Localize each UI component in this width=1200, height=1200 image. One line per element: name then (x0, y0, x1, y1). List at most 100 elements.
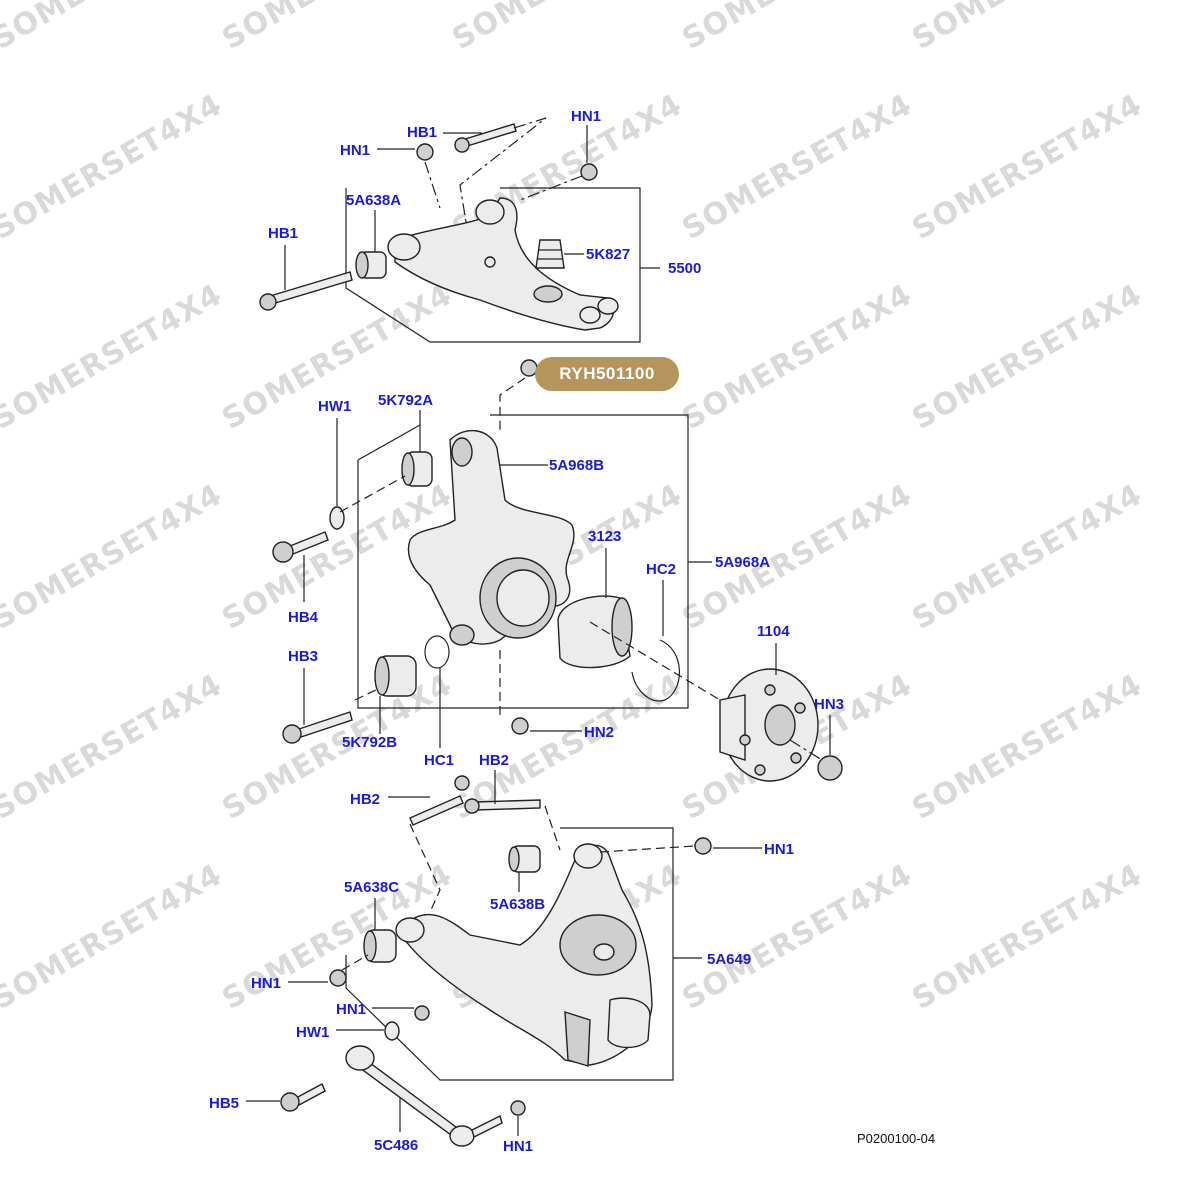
assembly-centerline (424, 117, 583, 223)
group-bracket-5500-lower (345, 188, 641, 343)
part-number-badge[interactable]: RYH501100 (535, 357, 679, 391)
group-bracket-diag (357, 424, 421, 461)
group-bracket-5a649 (560, 827, 674, 958)
knuckle-assembly (272, 359, 721, 748)
bolt-hb1-top-head (454, 137, 470, 153)
watermark: SOMERSET4X4 (907, 277, 1149, 437)
lower-arm-inner-eye (395, 917, 425, 943)
bush-5k792a-face (401, 452, 415, 486)
bush-5a638c-face (363, 930, 377, 962)
hub-1104-centre (764, 704, 796, 746)
knuckle-lower-eye (449, 624, 475, 646)
watermark: SOMERSET4X4 (0, 0, 228, 57)
washer-hw1-lower (384, 1021, 400, 1041)
nut-hn1-link-top (414, 1005, 430, 1021)
bearing-3123 (557, 595, 631, 669)
bolt-hb4-head (272, 541, 294, 563)
watermark: SOMERSET4X4 (907, 857, 1149, 1017)
group-bracket-5500 (500, 187, 641, 268)
bump-stop-5k827 (535, 239, 565, 269)
label-5c486: 5C486 (374, 1137, 418, 1154)
lower-arm-rear-eye (573, 843, 603, 869)
watermark: SOMERSET4X4 (0, 477, 228, 637)
toe-link-assembly (246, 1005, 526, 1147)
watermark: SOMERSET4X4 (0, 667, 228, 827)
bolt-hb2-right-head (464, 798, 480, 814)
watermark: SOMERSET4X4 (907, 87, 1149, 247)
label-hn1: HN1 (336, 1001, 366, 1018)
label-hn1: HN1 (764, 841, 794, 858)
label-hc2: HC2 (646, 561, 676, 578)
label-hn1: HN1 (571, 108, 601, 125)
label-3123: 3123 (588, 528, 621, 545)
toe-link-5c486 (359, 1059, 461, 1140)
washer-hw1 (329, 506, 345, 530)
watermark: SOMERSET4X4 (907, 0, 1149, 57)
bolt-hb2-left (409, 795, 464, 826)
label-hn2: HN2 (584, 724, 614, 741)
lower-arm-bracket (564, 1011, 591, 1067)
label-hn1: HN1 (251, 975, 281, 992)
knuckle-bearing-bore-inner (496, 569, 550, 627)
watermark: SOMERSET4X4 (677, 477, 919, 637)
assembly-centerline (341, 805, 696, 971)
reference-code: P0200100-04 (857, 1131, 935, 1146)
label-hb1: HB1 (268, 225, 298, 242)
label-hn3: HN3 (814, 696, 844, 713)
toe-link-bolt (471, 1114, 503, 1139)
watermark: SOMERSET4X4 (677, 277, 919, 437)
label-5k792b: 5K792B (342, 734, 397, 751)
wheel-stud (790, 752, 802, 764)
watermark: SOMERSET4X4 (907, 667, 1149, 827)
label-5a638a: 5A638A (346, 192, 401, 209)
watermark: SOMERSET4X4 (677, 87, 919, 247)
nut-hn1-lower-left (329, 969, 347, 987)
label-5a638b: 5A638B (490, 896, 545, 913)
nut-hn1-top-left (416, 143, 434, 161)
lower-arm-spring-seat-hole (593, 943, 615, 961)
wheel-stud (754, 764, 766, 776)
hub-1104-spigot (719, 694, 746, 761)
label-hw1: HW1 (296, 1024, 329, 1041)
watermark: SOMERSET4X4 (217, 667, 459, 827)
label-5a968a: 5A968A (715, 554, 770, 571)
upper-arm-outer-eye-2 (597, 297, 619, 315)
watermark: SOMERSET4X4 (0, 857, 228, 1017)
bolt-hb2-left-head (454, 775, 470, 791)
bolt-hb5-head (280, 1092, 300, 1112)
label-5a968b: 5A968B (549, 457, 604, 474)
bolt-hb1-left (269, 271, 353, 305)
label-5a638c: 5A638C (344, 879, 399, 896)
upper-arm-bush-eye (387, 233, 421, 261)
label-1104: 1104 (757, 623, 790, 640)
label-5a649: 5A649 (707, 951, 751, 968)
watermark: SOMERSET4X4 (217, 0, 459, 57)
bush-5k792b-face (374, 656, 390, 696)
watermark: SOMERSET4X4 (677, 857, 919, 1017)
bolt-hb1-left-head (259, 293, 277, 311)
label-hc1: HC1 (424, 752, 454, 769)
label-hb2: HB2 (350, 791, 380, 808)
upper-arm-hole (484, 256, 496, 268)
watermark: SOMERSET4X4 (677, 0, 919, 57)
lower-arm-outer-bush (607, 997, 651, 1049)
label-5k827: 5K827 (586, 246, 630, 263)
wheel-stud (794, 702, 806, 714)
wheel-stud (764, 684, 776, 696)
label-hn1: HN1 (340, 142, 370, 159)
bolt-hb1-top (461, 123, 517, 148)
part-labels: HN1 HB1 HN1 5A638A HB1 5K827 5500 HW1 5K… (209, 108, 935, 1155)
bolt-hb2-right (475, 799, 541, 811)
assembly-centerline (789, 739, 823, 761)
group-bracket-5a968a-lower (357, 460, 689, 709)
lower-arm-5a649 (404, 844, 653, 1066)
nut-hn1-mid-right (694, 837, 712, 855)
watermark: SOMERSET4X4 (447, 0, 689, 57)
nut-hn3 (817, 755, 843, 781)
bush-5a638b-face (508, 846, 520, 872)
bolt-hb3-head (282, 724, 302, 744)
label-hb1: HB1 (407, 124, 437, 141)
toe-link-inner-joint (345, 1045, 375, 1071)
